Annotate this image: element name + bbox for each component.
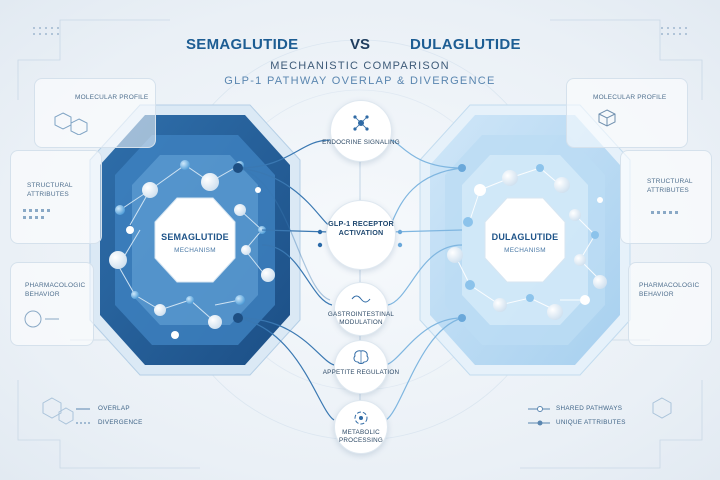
left-hub-subtitle: MECHANISM	[174, 247, 216, 254]
node-endocrine-signaling: ENDOCRINE SIGNALING	[322, 100, 400, 162]
legend-unique-attributes: UNIQUE ATTRIBUTES	[556, 419, 626, 426]
target-icon	[24, 310, 59, 328]
node-label: GLP-1 RECEPTOR ACTIVATION	[328, 219, 394, 237]
connector-nodes	[233, 163, 466, 323]
legend-overlap: OVERLAP	[98, 405, 130, 412]
right-card-structural-attributes: STRUCTURAL ATTRIBUTES	[620, 150, 712, 244]
node-label: APPETITE REGULATION	[322, 369, 400, 376]
brain-icon	[353, 350, 369, 364]
left-card-pharmacologic-behavior: PHARMACOLOGIC BEHAVIOR	[10, 262, 94, 346]
node-gastrointestinal-modulation: GASTROINTESTINAL MODULATION	[328, 282, 394, 336]
right-hub-title: DULAGLUTIDE	[491, 232, 559, 242]
title-right-drug: DULAGLUTIDE	[410, 36, 521, 53]
node-label: METABOLIC PROCESSING	[339, 429, 383, 444]
node-metabolic-processing: METABOLIC PROCESSING	[334, 400, 388, 454]
card-label: PHARMACOLOGIC BEHAVIOR	[25, 282, 86, 298]
node-label: GASTROINTESTINAL MODULATION	[327, 311, 395, 326]
molecule-icon	[353, 115, 369, 131]
right-hub-subtitle: MECHANISM	[504, 247, 546, 254]
hexagon-icon	[54, 112, 88, 135]
left-card-structural-attributes: STRUCTURAL ATTRIBUTES	[10, 150, 102, 244]
left-card-molecular-profile: MOLECULAR PROFILE	[34, 78, 156, 148]
left-hexagon-decor	[42, 397, 672, 425]
right-connectors	[385, 139, 463, 421]
legend-divergence: DIVERGENCE	[98, 419, 143, 426]
card-label: MOLECULAR PROFILE	[593, 94, 667, 101]
card-label: PHARMACOLOGIC BEHAVIOR	[639, 282, 700, 298]
legend-shared-pathways: SHARED PATHWAYS	[556, 405, 623, 412]
cube-icon	[598, 109, 616, 127]
title-left-drug: SEMAGLUTIDE	[186, 36, 299, 53]
legend-markers	[537, 406, 543, 426]
legend-lines	[76, 408, 550, 424]
cycle-icon	[354, 411, 368, 425]
right-card-molecular-profile: MOLECULAR PROFILE	[566, 78, 688, 148]
subtitle: MECHANISTIC COMPARISON	[270, 60, 450, 72]
bars-icon	[651, 211, 678, 214]
left-hub-title: SEMAGLUTIDE	[161, 232, 229, 242]
left-molecule-atoms	[109, 160, 275, 339]
bars-icon	[23, 209, 50, 219]
card-label: STRUCTURAL ATTRIBUTES	[647, 178, 693, 194]
card-label: MOLECULAR PROFILE	[75, 94, 149, 101]
wave-icon	[351, 295, 371, 303]
node-appetite-regulation: APPETITE REGULATION	[323, 340, 399, 394]
right-molecule-atoms	[447, 164, 607, 320]
dot-grid-decor	[33, 27, 687, 35]
subtitle-secondary: GLP-1 PATHWAY OVERLAP & DIVERGENCE	[224, 75, 496, 87]
node-glp1-receptor-activation: GLP-1 RECEPTOR ACTIVATION	[326, 200, 396, 270]
title-vs: VS	[350, 36, 371, 53]
card-label: STRUCTURAL ATTRIBUTES	[27, 182, 73, 198]
right-card-pharmacologic-behavior: PHARMACOLOGIC BEHAVIOR	[628, 262, 712, 346]
left-connectors	[237, 139, 335, 421]
node-label: ENDOCRINE SIGNALING	[322, 139, 400, 146]
